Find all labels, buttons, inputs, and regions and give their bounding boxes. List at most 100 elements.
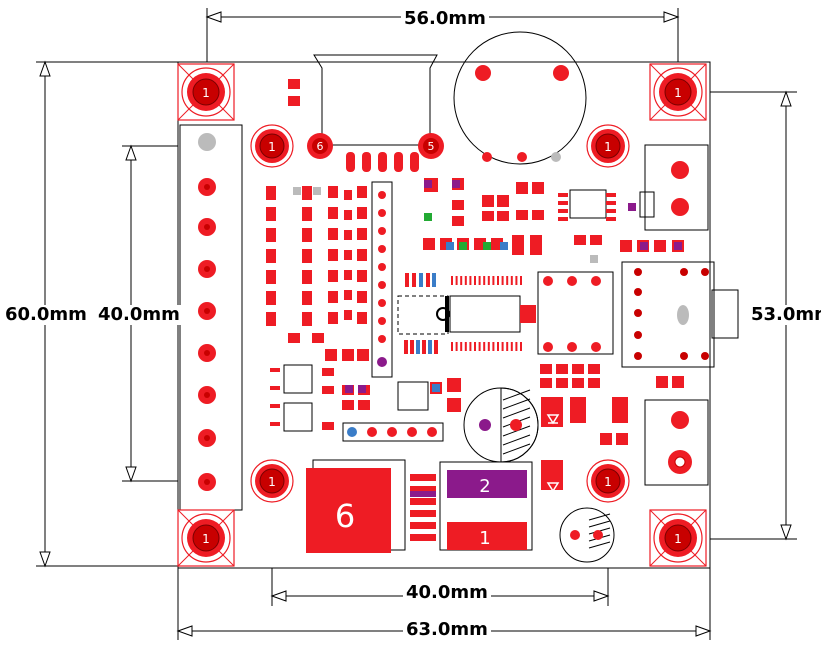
smd-accent-pad	[358, 385, 366, 393]
soic-pin	[606, 201, 616, 205]
smd-pad	[357, 228, 367, 240]
smd-accent-pad	[483, 242, 491, 250]
component-outline	[639, 191, 655, 218]
smd-pad	[344, 210, 352, 220]
main-ic-pin-top	[460, 276, 463, 285]
smd-pad	[357, 349, 369, 361]
dim-bottom-outer-arrow-left	[176, 625, 193, 637]
mount-pad-top-right-ring-outer	[653, 67, 703, 117]
main-ic-pin-top	[464, 276, 467, 285]
buzzer-outline	[453, 31, 587, 165]
main-ic-pin-bottom	[510, 342, 513, 351]
regulator-pin	[410, 534, 436, 541]
smd-accent-pad	[459, 242, 467, 250]
usb-connector-pin	[394, 152, 403, 172]
small-header-pin	[347, 427, 357, 437]
main-ic-pin-top	[455, 276, 458, 285]
smd-accent-pad	[452, 180, 460, 188]
crystal-pad	[567, 276, 577, 286]
crystal-side-pad	[520, 305, 536, 323]
crystal-outline	[537, 271, 614, 355]
capacitor-bottom-pad	[447, 522, 527, 550]
smd-accent-pad	[628, 203, 636, 211]
soic-pin	[606, 209, 616, 213]
right-jack-pin	[701, 268, 709, 276]
right-jack-pin	[634, 268, 642, 276]
dimension-top-label: 56.0mm	[401, 9, 489, 29]
dim-bottom-inner-arrow-right	[593, 590, 610, 602]
smd-accent-pad	[424, 180, 432, 188]
smd-pad	[344, 190, 352, 200]
right-jack-pin	[634, 331, 642, 339]
mount-pad-bottom-left-hole	[192, 524, 220, 552]
side-resistor-pad	[404, 340, 408, 354]
small-header-pin	[427, 427, 437, 437]
main-ic-pin-bottom	[506, 342, 509, 351]
smd-pad	[530, 235, 542, 255]
right-bottom-connector-outline	[644, 399, 709, 486]
smd-pad	[302, 186, 312, 200]
smd-pad	[288, 96, 300, 106]
smd-pad	[541, 460, 563, 490]
smd-pad	[357, 207, 367, 219]
right-bottom-connector-pin	[671, 411, 689, 429]
crystal-pad	[567, 342, 577, 352]
smd-pad	[302, 270, 312, 284]
component-outline	[283, 364, 313, 394]
usb-connector-pin	[346, 152, 355, 172]
electrolytic-cap-hatch-line	[502, 425, 531, 437]
dim-left-inner-arrow-bottom	[125, 466, 137, 483]
capacitor-bottom-label: 1	[479, 528, 490, 549]
left-connector-pin-hole	[204, 479, 210, 485]
electrolytic-cap-hatch	[500, 387, 539, 463]
smd-pad	[588, 364, 600, 374]
main-ic-pin-bottom	[483, 342, 486, 351]
smd-pad	[302, 249, 312, 263]
main-ic-pin-top	[497, 276, 499, 285]
smd-pad	[447, 378, 461, 392]
smd-pad	[556, 364, 568, 374]
soic-pin	[558, 217, 568, 221]
small-header-pin	[387, 427, 397, 437]
mount-pad-bottom-right-frame	[649, 509, 707, 567]
vertical-header-outline	[371, 181, 393, 378]
smd-pad	[574, 235, 586, 245]
main-ic-pin-bottom	[460, 342, 463, 351]
mount-pad-bottom-left-label: 1	[202, 532, 210, 546]
usb-connector-pin	[362, 152, 371, 172]
side-resistor-pad	[432, 273, 436, 287]
main-ic-pin-top	[469, 276, 472, 285]
right-bottom-connector-hole	[674, 456, 686, 468]
smd-pad	[302, 291, 312, 305]
main-ic-pin-bottom	[487, 342, 490, 351]
smd-pad	[328, 291, 338, 303]
dimension-bottom-outer-label: 63.0mm	[403, 620, 491, 640]
mount-pad-inner-bottom-left-label: 1	[268, 475, 276, 489]
smd-pad	[266, 312, 276, 326]
dim-right-arrow-bottom	[780, 524, 792, 541]
main-ic-crosshair	[436, 307, 450, 321]
vertical-header-pin	[378, 317, 386, 325]
smd-pad	[357, 312, 367, 324]
main-ic-pin-top	[506, 276, 509, 285]
small-cap-hatch-line	[588, 513, 611, 521]
smd-pad	[532, 210, 544, 220]
electrolytic-cap-hatch-line	[502, 434, 531, 446]
left-connector-pin-hole	[204, 266, 210, 272]
usb-connector-pin	[378, 152, 387, 172]
smd-pad	[266, 249, 276, 263]
smd-pad	[512, 235, 524, 255]
buzzer-pad	[553, 65, 569, 81]
dim-right-arrow-top	[780, 90, 792, 107]
soic-pin	[606, 217, 616, 221]
smd-pad	[342, 349, 354, 361]
smd-pad	[302, 312, 312, 326]
smd-pad	[572, 378, 584, 388]
right-jack-center	[677, 305, 689, 325]
smd-pad	[266, 270, 276, 284]
main-ic-pin-top	[478, 276, 481, 285]
mount-pad-top-right-frame	[649, 63, 707, 121]
dimension-left-outer-label: 60.0mm	[2, 305, 90, 325]
